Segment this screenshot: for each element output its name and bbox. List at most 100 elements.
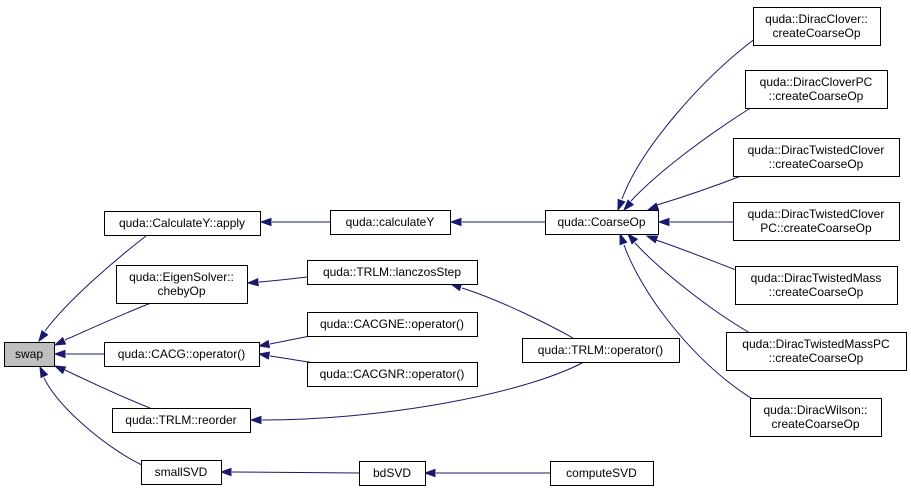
- node-calculateY[interactable]: quda::calculateY: [330, 210, 451, 235]
- edge-line: [269, 355, 316, 364]
- edge-line: [656, 175, 742, 206]
- node-dtmasspc[interactable]: quda::DiracTwistedMassPC::createCoarseOp: [726, 332, 907, 371]
- node-label: quda::TRLM::lanczosStep: [323, 265, 461, 279]
- arrow-head: [622, 199, 635, 212]
- arrow-head: [53, 336, 67, 346]
- edge-dcloverpc-to-coarseop: [622, 106, 753, 212]
- node-smallsvd[interactable]: smallSVD: [141, 460, 222, 485]
- node-box: [733, 138, 900, 177]
- node-dtclover[interactable]: quda::DiracTwistedClover::createCoarseOp: [733, 138, 900, 177]
- edge-line: [43, 377, 143, 466]
- node-label: chebyOp: [157, 284, 205, 298]
- arrow-head: [449, 217, 462, 227]
- node-label: quda::EigenSolver::: [129, 270, 234, 284]
- arrow-head: [657, 217, 670, 227]
- node-trlm_op[interactable]: quda::TRLM::operator(): [522, 338, 680, 363]
- arrow-head: [246, 278, 259, 287]
- edge-smallsvd-to-swap: [39, 365, 143, 466]
- node-lanczos[interactable]: quda::TRLM::lanczosStep: [307, 260, 478, 285]
- edge-line: [64, 302, 152, 341]
- node-dtmass[interactable]: quda::DiracTwistedMass::createCoarseOp: [735, 266, 898, 305]
- edge-dclover-to-coarseop: [617, 37, 757, 212]
- edge-line: [261, 362, 583, 421]
- arrow-head: [626, 232, 639, 245]
- edge-cacg_op-to-swap: [53, 349, 105, 359]
- edge-eigen_cheby-to-swap: [53, 302, 152, 346]
- node-box: [307, 362, 478, 387]
- edge-dtmass-to-coarseop: [645, 235, 737, 271]
- node-cacgnr[interactable]: quda::CACGNR::operator(): [307, 362, 478, 387]
- node-label: quda::DiracTwistedClover: [748, 207, 885, 221]
- edge-dtclover-to-coarseop: [646, 175, 742, 211]
- node-dtcloverpc[interactable]: quda::DiracTwistedCloverPC::createCoarse…: [733, 202, 900, 241]
- node-label: ::createCoarseOp: [769, 285, 864, 299]
- arrow-head: [617, 198, 626, 212]
- node-label: smallSVD: [155, 465, 208, 479]
- edge-line: [655, 239, 737, 271]
- node-coarseop[interactable]: quda::CoarseOp: [545, 210, 659, 235]
- node-box: [753, 7, 881, 46]
- node-box: [359, 461, 426, 486]
- edge-trlm_op-to-trlm_reorder: [249, 362, 583, 425]
- node-calcY_apply[interactable]: quda::CalculateY::apply: [104, 211, 261, 236]
- arrow-head: [38, 329, 49, 343]
- edge-bdsvd-to-smallsvd: [219, 467, 360, 477]
- node-label: quda::CACG::operator(): [118, 347, 245, 361]
- node-box: [141, 460, 222, 485]
- node-box: [726, 332, 907, 371]
- node-label: ::createCoarseOp: [769, 351, 864, 365]
- node-box: [733, 202, 900, 241]
- edge-coarseop-to-calculateY: [449, 217, 545, 227]
- edge-line: [621, 37, 757, 200]
- edges-layer: [38, 37, 757, 478]
- edge-lanczos-to-eigen_cheby: [246, 276, 308, 287]
- arrow-head: [645, 235, 659, 244]
- node-computesvd[interactable]: computeSVD: [550, 461, 654, 486]
- node-label: quda::CoarseOp: [557, 215, 645, 229]
- nodes-layer: swap quda::CalculateY::applyquda::EigenSo…: [4, 7, 907, 486]
- edge-dtcloverpc-to-coarseop: [657, 217, 733, 227]
- node-swap: swap: [4, 342, 55, 367]
- node-label: quda::TRLM::reorder: [125, 413, 236, 427]
- node-label: quda::DiracCloverPC: [760, 75, 873, 89]
- node-trlm_reorder[interactable]: quda::TRLM::reorder: [112, 408, 251, 433]
- node-label: swap: [15, 347, 43, 361]
- edge-dtmasspc-to-coarseop: [626, 232, 751, 334]
- node-label: quda::DiracTwistedClover: [748, 143, 885, 157]
- edge-line: [630, 106, 753, 202]
- node-label: PC::createCoarseOp: [760, 221, 872, 235]
- node-label: bdSVD: [373, 466, 411, 480]
- node-box: [116, 265, 248, 304]
- edge-line: [44, 235, 147, 332]
- node-dclover[interactable]: quda::DiracClover::createCoarseOp: [753, 7, 881, 46]
- node-label: createCoarseOp: [772, 26, 860, 40]
- node-box: [307, 312, 478, 337]
- node-box: [104, 211, 261, 236]
- node-box: [750, 398, 882, 437]
- node-cacg_op[interactable]: quda::CACG::operator(): [104, 342, 260, 367]
- arrow-head: [39, 365, 49, 379]
- node-label: quda::DiracTwistedMass: [751, 271, 882, 285]
- node-cacgne[interactable]: quda::CACGNE::operator(): [307, 312, 478, 337]
- edge-line: [623, 244, 755, 401]
- node-dcloverpc[interactable]: quda::DiracCloverPC::createCoarseOp: [745, 70, 888, 109]
- edge-calculateY-to-calcY_apply: [259, 217, 330, 227]
- node-label: createCoarseOp: [771, 417, 859, 431]
- node-box: [735, 266, 898, 305]
- node-label: quda::CACGNR::operator(): [320, 367, 465, 381]
- edge-cacgne-to-cacg_op: [257, 334, 316, 349]
- node-label: computeSVD: [566, 466, 637, 480]
- arrow-head: [219, 467, 232, 477]
- node-bdsvd[interactable]: bdSVD: [359, 461, 426, 486]
- node-box: [745, 70, 888, 109]
- node-box: [307, 260, 478, 285]
- node-box: [4, 342, 55, 367]
- edge-line: [461, 287, 574, 339]
- edge-computesvd-to-bdsvd: [423, 468, 550, 478]
- edge-line: [258, 276, 308, 283]
- arrow-head: [257, 339, 271, 349]
- node-dwilson[interactable]: quda::DiracWilson::createCoarseOp: [750, 398, 882, 437]
- edge-line: [634, 242, 751, 334]
- node-eigen_cheby[interactable]: quda::EigenSolver::chebyOp: [116, 265, 248, 304]
